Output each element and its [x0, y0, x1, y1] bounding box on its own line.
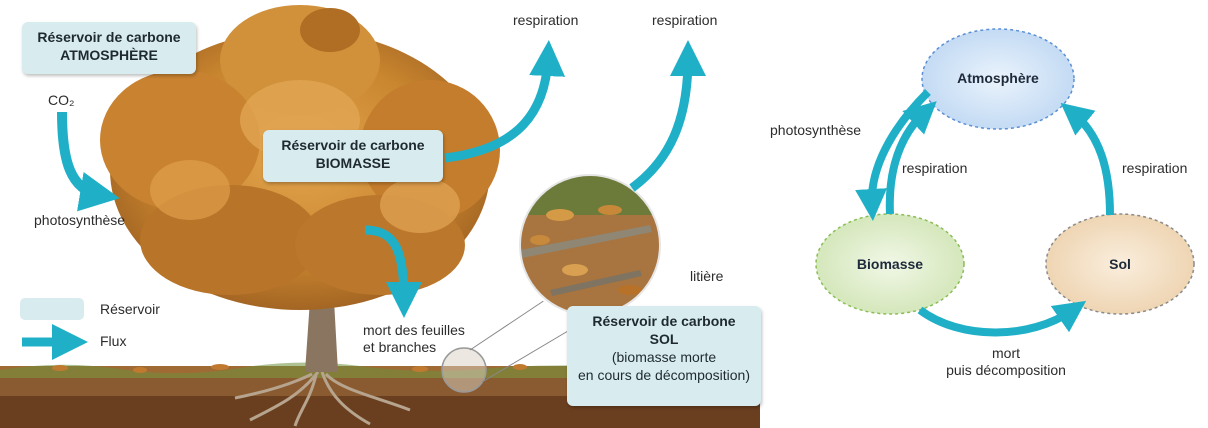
- legend-reservoir-label: Réservoir: [100, 301, 160, 318]
- node-atmosphere-label: Atmosphère: [928, 70, 1068, 86]
- mort-label-line1: mort des feuilles: [363, 322, 465, 339]
- atmosphere-reservoir-box: Réservoir de carbone ATMOSPHÈRE: [22, 22, 196, 74]
- co2-arrow: [62, 112, 100, 195]
- mort-label-line2: et branches: [363, 339, 465, 356]
- cycle-respiration-left-label: respiration: [902, 160, 967, 177]
- node-sol-label: Sol: [1050, 256, 1190, 272]
- respiration-arrow-2: [632, 58, 688, 188]
- cycle-mort-arrow: [920, 310, 1073, 333]
- sol-box-line3: (biomasse morte: [567, 348, 761, 366]
- biomasse-reservoir-box: Réservoir de carbone BIOMASSE: [263, 130, 443, 182]
- sol-box-line2: SOL: [567, 330, 761, 348]
- cycle-respiration-right-arrow: [1073, 113, 1110, 215]
- legend-flux-label: Flux: [100, 333, 126, 350]
- photosynthese-label: photosynthèse: [34, 212, 125, 229]
- sol-box-line1: Réservoir de carbone: [567, 312, 761, 330]
- sol-box-line4: en cours de décomposition): [567, 366, 761, 384]
- co2-label: CO₂: [48, 92, 74, 109]
- biomasse-box-line1: Réservoir de carbone: [263, 136, 443, 154]
- atmosphere-box-line1: Réservoir de carbone: [22, 28, 196, 46]
- cycle-respiration-right-label: respiration: [1122, 160, 1187, 177]
- cycle-mort-line1: mort: [940, 345, 1072, 362]
- mort-label: mort des feuilles et branches: [363, 322, 465, 356]
- respiration-label-1: respiration: [513, 12, 578, 29]
- cycle-photosynthese-label: photosynthèse: [770, 122, 861, 139]
- litiere-label: litière: [690, 268, 723, 285]
- atmosphere-box-line2: ATMOSPHÈRE: [22, 46, 196, 64]
- legend-reservoir-swatch: [20, 298, 84, 320]
- node-biomasse-label: Biomasse: [820, 256, 960, 272]
- sol-reservoir-box: Réservoir de carbone SOL (biomasse morte…: [567, 306, 761, 406]
- biomasse-box-line2: BIOMASSE: [263, 154, 443, 172]
- respiration-label-2: respiration: [652, 12, 717, 29]
- cycle-mort-label: mort puis décomposition: [940, 345, 1072, 379]
- cycle-mort-line2: puis décomposition: [940, 362, 1072, 379]
